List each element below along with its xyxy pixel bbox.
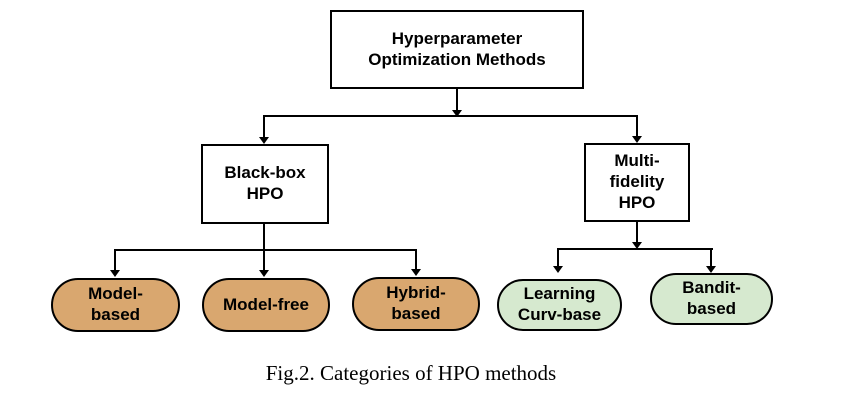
connector-to-learning-curv — [557, 250, 559, 266]
arrowhead-to-hybrid-based — [411, 269, 421, 276]
node-label: Model-free — [223, 294, 309, 314]
connector-black-box-crossbar — [114, 249, 417, 251]
connector-to-model-based — [114, 251, 116, 270]
node-label: Bandit- based — [682, 278, 741, 318]
connector-to-multi-fidelity — [636, 117, 638, 136]
connector-to-hybrid-based — [415, 251, 417, 270]
node-label: Model- based — [88, 284, 143, 324]
node-label: Learning Curv-base — [517, 284, 602, 324]
arrowhead-root-stem — [452, 110, 462, 117]
node-hybrid-based: Hybrid- based — [352, 277, 480, 331]
arrowhead-to-black-box — [259, 137, 269, 144]
arrowhead-to-multi-fidelity — [632, 136, 642, 143]
node-label: Hyperparameter Optimization Methods — [368, 28, 546, 69]
node-bandit-based: Bandit- based — [650, 273, 773, 325]
arrowhead-to-model-free — [259, 270, 269, 277]
arrowhead-multi-fidelity-stem — [632, 242, 642, 249]
connector-root-crossbar — [263, 115, 638, 117]
connector-to-bandit-based — [710, 250, 712, 266]
node-black-box-hpo: Black-box HPO — [201, 144, 329, 224]
node-model-free: Model-free — [202, 278, 330, 332]
arrowhead-to-learning-curv — [553, 266, 563, 273]
node-multi-fidelity-hpo: Multi- fidelity HPO — [584, 143, 690, 222]
node-label: Black-box HPO — [224, 163, 306, 203]
connector-to-black-box — [263, 117, 265, 137]
node-label: Multi- fidelity HPO — [609, 151, 665, 212]
connector-multi-fidelity-crossbar — [557, 248, 713, 250]
node-model-based: Model- based — [51, 278, 180, 332]
node-learning-curv-base: Learning Curv-base — [497, 279, 622, 331]
connector-black-box-stem — [263, 224, 265, 270]
connector-multi-fidelity-stem — [636, 222, 638, 242]
node-hyperparameter-optimization-methods: Hyperparameter Optimization Methods — [330, 10, 584, 89]
node-label: Hybrid- based — [386, 283, 446, 323]
figure-caption: Fig.2. Categories of HPO methods — [265, 361, 557, 385]
connector-root-stem — [456, 89, 458, 111]
arrowhead-to-bandit-based — [706, 266, 716, 273]
arrowhead-to-model-based — [110, 270, 120, 277]
